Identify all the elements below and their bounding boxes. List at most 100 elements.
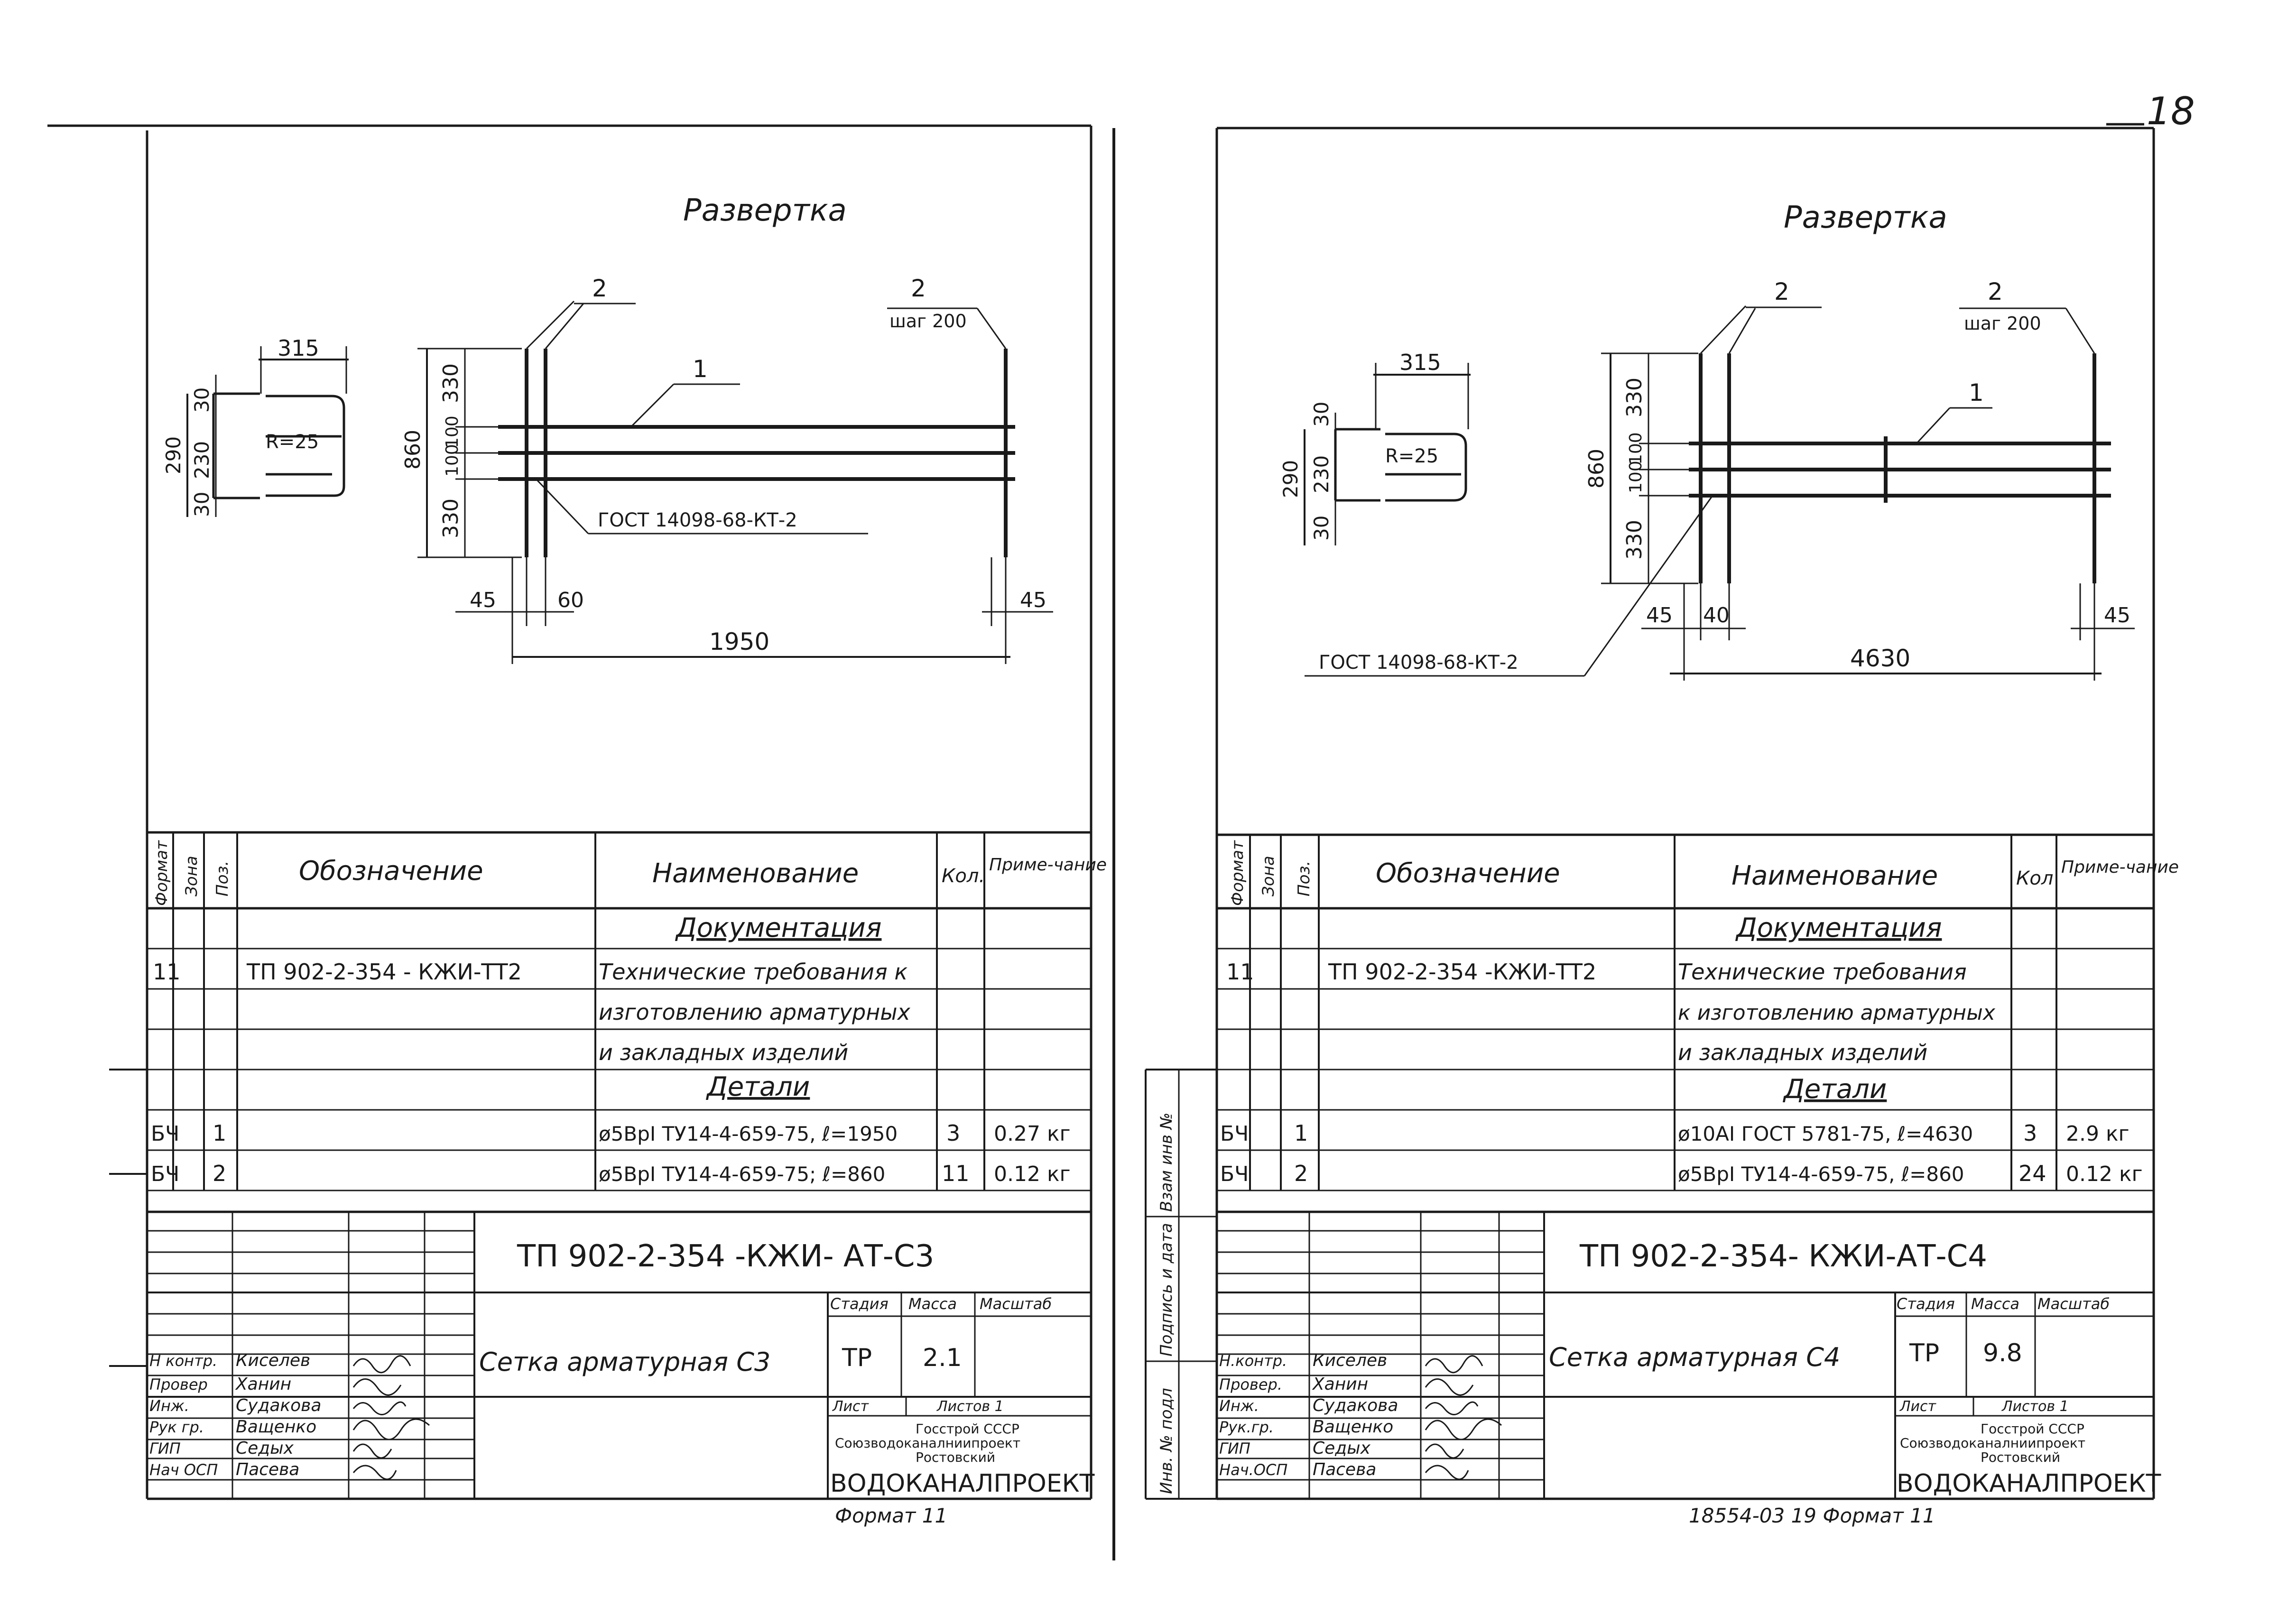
detail-2-name: ø5ВрI ТУ14-4-659-75, ℓ=860 <box>1678 1163 1964 1186</box>
dim-top-width: 315 <box>1399 350 1441 375</box>
org-main: ВОДОКАНАЛПРОЕКТ <box>1897 1469 2161 1498</box>
sheet-c4: Инв. № подл Подпись и дата Взам инв № Ра… <box>1145 127 2179 1527</box>
name-3: Судакова <box>1313 1396 1398 1415</box>
mesh-elevation-c3 <box>498 349 1015 557</box>
drawing-title: Сетка арматурная С3 <box>479 1347 770 1377</box>
dim-gap-60: 60 <box>557 588 584 612</box>
doc-row-name-line-1: Технические требования <box>1678 959 1967 985</box>
callout-pos1: 1 <box>1969 379 1984 406</box>
razvertka-title: Развертка <box>683 193 847 228</box>
name-5: Седых <box>236 1439 294 1458</box>
doc-row-designation: ТП 902-2-354 - КЖИ-ТТ2 <box>246 959 522 985</box>
org-line-2: Союзводоканалниипроект <box>1900 1435 2085 1451</box>
org-line-1: Госстрой СССР <box>916 1421 1019 1437</box>
org-line-3: Ростовский <box>1981 1449 2060 1465</box>
title-block-c4 <box>1217 1210 2154 1499</box>
side-label-sign: Подпись и дата <box>1157 1223 1176 1356</box>
col-note-header: Приме-чание <box>2061 858 2179 877</box>
mass-value: 9.8 <box>1983 1339 2022 1367</box>
sheet-label: Лист <box>1899 1398 1937 1415</box>
detail-1-format: БЧ <box>151 1122 179 1146</box>
detail-2-pos: 2 <box>213 1161 226 1186</box>
doc-row-name-line-2: к изготовлению арматурных <box>1678 1001 1996 1025</box>
doc-row-format: 11 <box>1226 959 1254 985</box>
doc-row-format: 11 <box>153 959 181 985</box>
doc-row-name-line-3: и закладных изделий <box>1678 1040 1927 1065</box>
dim-left-30-top: 30 <box>1310 402 1333 427</box>
name-1: Киселев <box>1313 1351 1387 1370</box>
detail-2-qty: 11 <box>942 1161 970 1186</box>
col-note-header: Приме-чание <box>989 855 1107 875</box>
org-main: ВОДОКАНАЛПРОЕКТ <box>830 1469 1095 1498</box>
callout-pos2-left: 2 <box>1774 278 1789 305</box>
dim-length-total: 4630 <box>1850 645 1910 672</box>
mass-value: 2.1 <box>923 1344 962 1372</box>
role-1: Н контр. <box>149 1352 217 1370</box>
callout-gost: ГОСТ 14098-68-КТ-2 <box>598 509 797 531</box>
stage-label: Стадия <box>830 1295 889 1313</box>
role-6: Нач ОСП <box>149 1461 218 1479</box>
detail-2-format: БЧ <box>1220 1162 1249 1186</box>
doc-row-name-line-1: Технические требования к <box>599 959 907 985</box>
dim-left-30-top: 30 <box>190 388 213 413</box>
dim-h-100-a: 100 <box>1626 432 1646 465</box>
org-line-1: Госстрой СССР <box>1981 1421 2084 1437</box>
section-docs: Документация <box>1735 913 1942 943</box>
name-6: Пасева <box>1313 1460 1376 1479</box>
dim-h-330-top: 330 <box>1622 378 1647 417</box>
stage-value: ТР <box>1909 1339 1939 1367</box>
detail-1-pos: 1 <box>213 1120 226 1146</box>
dim-top-width: 315 <box>278 335 319 361</box>
dim-left-230: 230 <box>190 441 213 479</box>
detail-2-pos: 2 <box>1294 1161 1308 1186</box>
detail-1-name: ø10AI ГОСТ 5781-75, ℓ=4630 <box>1678 1122 1973 1145</box>
doc-code: ТП 902-2-354 -КЖИ- АТ-С3 <box>517 1239 934 1274</box>
dim-radius: R=25 <box>266 431 319 453</box>
org-line-3: Ростовский <box>916 1449 995 1465</box>
detail-1-name: ø5ВрI ТУ14-4-659-75, ℓ=1950 <box>599 1122 898 1145</box>
callout-step: шаг 200 <box>889 311 967 332</box>
dim-h-100-a: 100 <box>443 415 462 448</box>
dim-height-total: 860 <box>1584 449 1609 489</box>
role-1: Н.контр. <box>1219 1352 1287 1370</box>
detail-2-name: ø5ВрI ТУ14-4-659-75; ℓ=860 <box>599 1163 885 1186</box>
col-designation-header: Обозначение <box>1376 858 1560 889</box>
scale-label: Масштаб <box>2037 1295 2110 1313</box>
col-pos-header: Поз. <box>1295 861 1314 896</box>
org-line-2: Союзводоканалниипроект <box>835 1435 1020 1451</box>
callout-pos2-right: 2 <box>911 275 926 302</box>
col-pos-header: Поз. <box>213 861 232 896</box>
sheets-label: Листов 1 <box>2001 1398 2069 1415</box>
dim-h-100-b: 100 <box>1626 461 1646 493</box>
role-4: Рук.гр. <box>1219 1418 1274 1436</box>
side-label-inv: Инв. № подл <box>1157 1388 1176 1494</box>
col-name-header: Наименование <box>652 858 859 889</box>
dim-left-230: 230 <box>1310 455 1333 493</box>
col-zone-header: Зона <box>1259 856 1278 896</box>
role-2: Провер <box>149 1375 208 1393</box>
role-5: ГИП <box>1219 1439 1250 1458</box>
dim-left-30-bottom: 30 <box>190 492 213 517</box>
dim-h-330-bottom: 330 <box>1622 520 1647 560</box>
detail-2-format: БЧ <box>151 1162 179 1186</box>
callout-pos2-right: 2 <box>1988 278 2003 305</box>
name-4: Ващенко <box>1313 1417 1393 1437</box>
razvertka-title: Развертка <box>1784 200 1947 235</box>
name-1: Киселев <box>236 1351 310 1370</box>
name-4: Ващенко <box>236 1417 316 1437</box>
detail-2-note: 0.12 кг <box>2066 1162 2143 1186</box>
callout-pos1: 1 <box>693 355 708 383</box>
mesh-profile-c3 <box>212 392 345 499</box>
dim-length-total: 1950 <box>709 628 769 655</box>
detail-2-qty: 24 <box>2018 1161 2046 1186</box>
dim-h-100-b: 100 <box>443 444 462 477</box>
dim-gap-40: 40 <box>1703 603 1730 627</box>
doc-row-designation: ТП 902-2-354 -КЖИ-ТТ2 <box>1328 959 1596 985</box>
detail-1-format: БЧ <box>1220 1122 1249 1146</box>
col-qty-header: Кол <box>2016 867 2053 889</box>
title-block-c3 <box>147 1210 1091 1499</box>
dim-left-total: 290 <box>162 436 185 474</box>
name-2: Ханин <box>1312 1375 1368 1394</box>
col-format-header: Формат <box>1228 840 1247 906</box>
